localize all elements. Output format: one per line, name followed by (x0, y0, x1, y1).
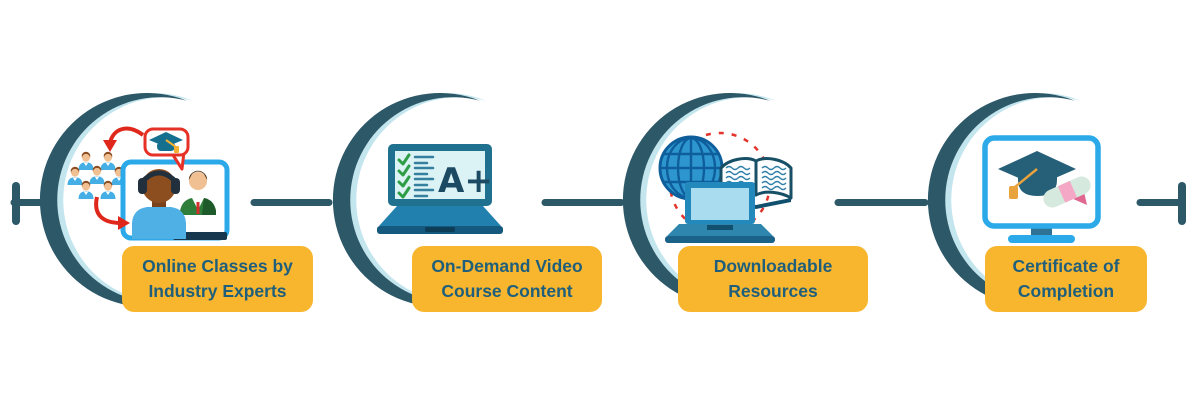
label-line: Certificate of (1012, 256, 1120, 276)
expert-on-screen-icon (180, 170, 216, 215)
step-label-certificate: Certificate of Completion (985, 246, 1147, 312)
timeline-connectors (10, 182, 1186, 225)
laptop-icon (665, 182, 775, 243)
cycle-arrows-icon (94, 126, 145, 230)
label-line: Industry Experts (148, 281, 287, 301)
label-line: Resources (728, 281, 818, 301)
globe-book-laptop-icon (655, 128, 835, 250)
grade-text: A+ (438, 161, 493, 201)
checklist-icon (397, 153, 435, 199)
label-line: On-Demand Video (431, 256, 583, 276)
step-label-downloadable-resources: Downloadable Resources (678, 246, 868, 312)
label-line: Course Content (441, 281, 573, 301)
label-line: Downloadable (713, 256, 833, 276)
step-label-online-classes: Online Classes by Industry Experts (122, 246, 313, 312)
label-line: Completion (1017, 281, 1115, 301)
laptop-grade-icon: A+ (375, 140, 505, 240)
diploma-scroll-icon (1043, 176, 1091, 208)
step-label-on-demand-video: On-Demand Video Course Content (412, 246, 602, 312)
graduation-speech-bubble-icon (143, 127, 190, 171)
laptop-base-icon (377, 206, 503, 234)
label-line: Online Classes by (142, 256, 293, 276)
graduation-certificate-monitor-icon (975, 130, 1110, 245)
graduation-cap-icon (998, 151, 1076, 199)
audience-group-icon (67, 151, 127, 199)
instructor-icon (132, 169, 186, 239)
webinar-instructor-icon (55, 115, 245, 245)
